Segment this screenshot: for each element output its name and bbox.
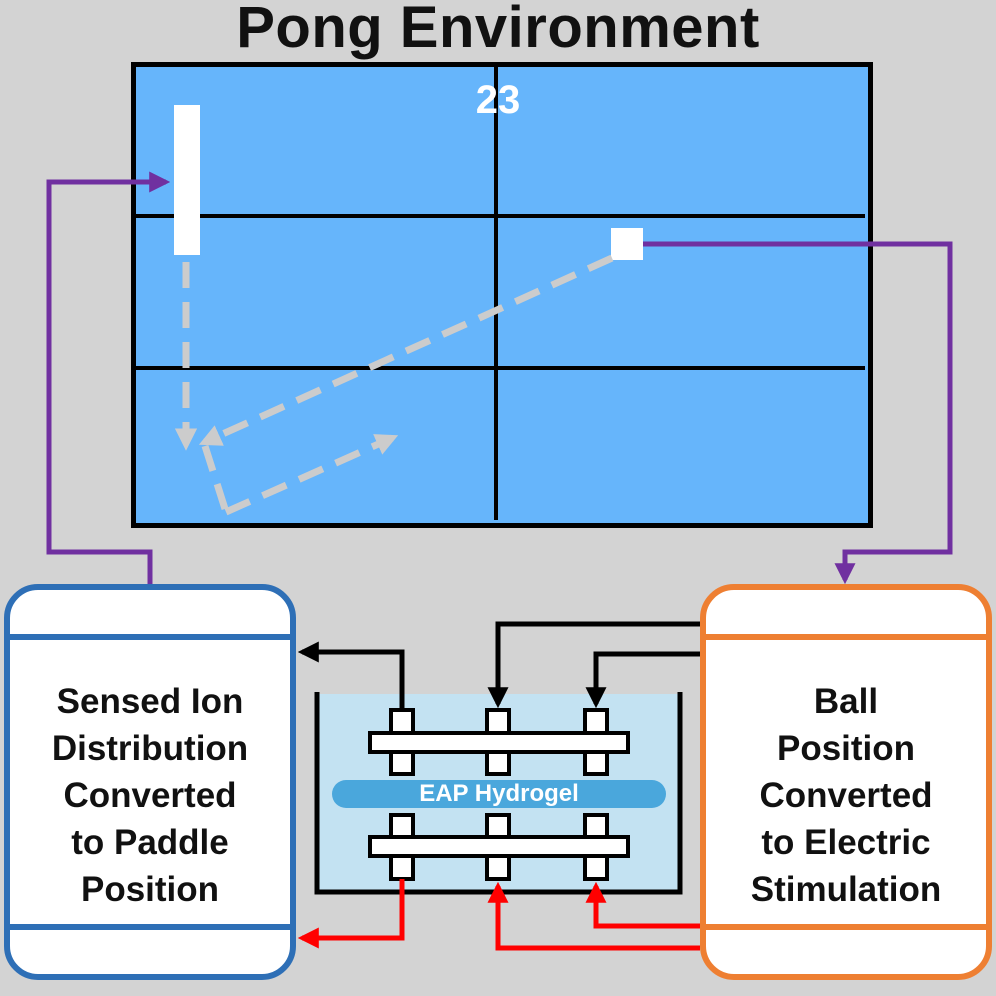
- trajectory-ball-path: [198, 254, 614, 446]
- electrode-pin: [485, 813, 511, 839]
- stim-output-arrow-red-2: [585, 881, 700, 929]
- box-text-line: Sensed Ion: [56, 682, 244, 721]
- box-text-line: Ball: [813, 682, 879, 721]
- ball: [611, 228, 643, 260]
- electrode-pin: [583, 854, 609, 881]
- electrode-pin: [485, 854, 511, 881]
- stim-input-arrow-2: [585, 651, 700, 709]
- electrode-pin: [389, 750, 415, 776]
- box-text-line: Converted: [63, 776, 237, 815]
- box-bottom-band: [706, 924, 986, 974]
- paddle: [174, 105, 200, 255]
- box-top-band: [10, 590, 290, 640]
- box-text-line: Position: [776, 729, 916, 768]
- trajectory-bounce-down: [201, 444, 230, 514]
- electrode-pin: [583, 750, 609, 776]
- diagram-title: Pong Environment: [236, 0, 760, 60]
- board-grid: [133, 64, 865, 520]
- electrode-pin: [485, 750, 511, 776]
- box-top-band: [706, 590, 986, 640]
- pong-game-board: [131, 62, 873, 528]
- ball-position-arrow: [643, 241, 953, 585]
- electrode-pin: [389, 708, 415, 735]
- electrode-pin: [389, 813, 415, 839]
- box-text-line: Position: [80, 870, 220, 909]
- paddle-control-arrow: [46, 171, 171, 584]
- electrode-pin: [583, 813, 609, 839]
- sense-output-arrow-red: [297, 879, 405, 949]
- electrode-pin: [583, 708, 609, 735]
- stimulation-conversion-text: Ball Position Converted to Electric Stim…: [706, 678, 986, 913]
- stim-output-arrow-red-1: [487, 881, 700, 951]
- box-text-line: Distribution: [51, 729, 249, 768]
- paddle-conversion-box: Sensed Ion Distribution Converted to Pad…: [4, 584, 296, 980]
- box-text-line: Converted: [759, 776, 933, 815]
- electrode-pin: [389, 854, 415, 881]
- box-text-line: to Paddle: [71, 823, 229, 862]
- trajectory-bounce-up: [224, 434, 399, 516]
- ball-trajectory: [174, 254, 614, 516]
- electrode-bar-bottom: [368, 835, 630, 858]
- electrode-bar-top: [368, 731, 630, 754]
- stim-input-arrow-1: [487, 621, 700, 709]
- box-text-line: Stimulation: [750, 870, 942, 909]
- paddle-conversion-text: Sensed Ion Distribution Converted to Pad…: [10, 678, 290, 913]
- box-text-line: to Electric: [761, 823, 931, 862]
- score-display: 23: [475, 78, 521, 122]
- box-bottom-band: [10, 924, 290, 974]
- sense-output-arrow: [297, 641, 405, 708]
- electrode-pin: [485, 708, 511, 735]
- stimulation-conversion-box: Ball Position Converted to Electric Stim…: [700, 584, 992, 980]
- hydrogel-label: EAP Hydrogel: [332, 780, 666, 808]
